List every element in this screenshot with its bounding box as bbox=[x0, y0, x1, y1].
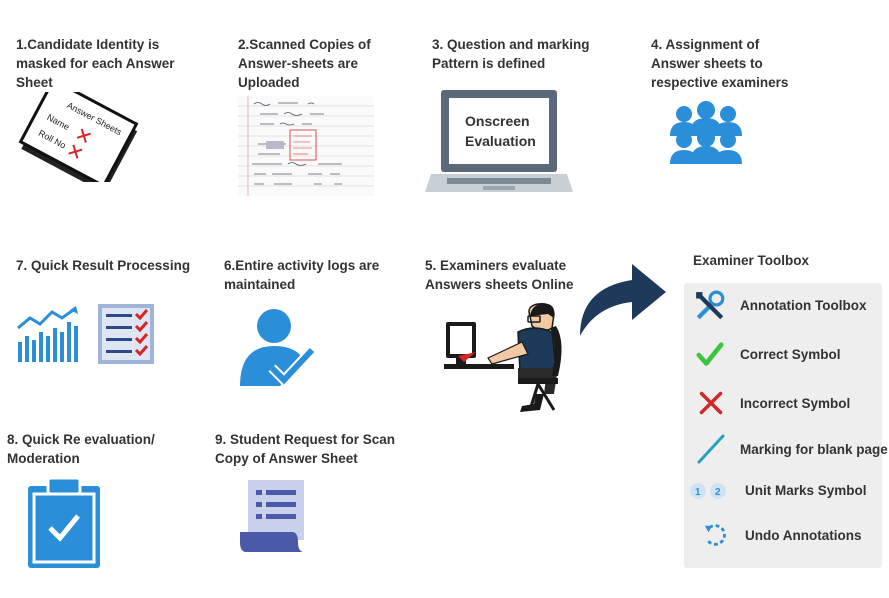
unit-marks-icon: 1 2 bbox=[690, 483, 726, 499]
step-9-label: 9. Student Request for Scan Copy of Answ… bbox=[215, 432, 396, 466]
curved-arrow-icon bbox=[580, 264, 666, 336]
step-4-label: 4. Assignment of Answer sheets to respec… bbox=[651, 37, 789, 90]
undo-icon bbox=[704, 524, 726, 546]
slash-icon bbox=[697, 434, 725, 464]
toolbox-item-correct[interactable]: Correct Symbol bbox=[684, 337, 882, 375]
step-5-label: 5. Examiners evaluate Answers sheets Onl… bbox=[425, 258, 574, 292]
toolbox-label-unit-marks: Unit Marks Symbol bbox=[745, 483, 867, 498]
answer-sheets-icon: Answer Sheets Name Roll No bbox=[18, 92, 139, 182]
users-group-icon bbox=[670, 101, 742, 164]
tools-icon bbox=[696, 290, 725, 320]
toolbox-label-annotation: Annotation Toolbox bbox=[740, 298, 867, 313]
step-2-label: 2.Scanned Copies of Answer-sheets are Up… bbox=[238, 37, 371, 90]
toolbox-label-undo: Undo Annotations bbox=[745, 528, 862, 543]
bar-chart-icon bbox=[17, 306, 78, 362]
unit-mark-badge-1: 1 bbox=[695, 487, 701, 498]
examiner-toolbox-panel: Annotation Toolbox Correct Symbol Incorr… bbox=[684, 283, 888, 568]
user-verified-icon bbox=[240, 309, 316, 388]
toolbox-item-blank-page[interactable]: Marking for blank page bbox=[684, 432, 888, 470]
step-8-label: 8. Quick Re evaluation/ Moderation bbox=[7, 432, 155, 466]
step-3-label: 3. Question and marking Pattern is defin… bbox=[432, 37, 590, 71]
toolbox-label-incorrect: Incorrect Symbol bbox=[740, 396, 851, 411]
toolbox-item-incorrect[interactable]: Incorrect Symbol bbox=[684, 386, 882, 424]
toolbox-label-blank-page: Marking for blank page bbox=[740, 442, 888, 457]
toolbox-item-undo[interactable]: Undo Annotations bbox=[684, 518, 882, 556]
step-6-label: 6.Entire activity logs are maintained bbox=[224, 258, 380, 292]
laptop-icon: Onscreen Evaluation bbox=[425, 90, 573, 192]
check-icon bbox=[696, 342, 724, 366]
toolbox-label-correct: Correct Symbol bbox=[740, 347, 841, 362]
cross-icon bbox=[699, 391, 723, 415]
laptop-screen-line1: Onscreen bbox=[465, 113, 530, 129]
toolbox-title: Examiner Toolbox bbox=[693, 253, 810, 268]
unit-mark-badge-2: 2 bbox=[715, 487, 721, 498]
scanned-sheet-icon bbox=[238, 96, 374, 196]
step-1-label: 1.Candidate Identity is masked for each … bbox=[16, 37, 175, 90]
examiner-at-computer-icon bbox=[444, 302, 562, 412]
step-7-label: 7. Quick Result Processing bbox=[16, 258, 191, 273]
clipboard-check-icon bbox=[28, 478, 100, 568]
toolbox-item-unit-marks[interactable]: 1 2 Unit Marks Symbol bbox=[684, 473, 882, 511]
laptop-screen-line2: Evaluation bbox=[465, 133, 536, 149]
document-scroll-icon bbox=[240, 480, 304, 552]
toolbox-item-annotation[interactable]: Annotation Toolbox bbox=[684, 288, 882, 326]
checklist-icon bbox=[98, 304, 154, 364]
